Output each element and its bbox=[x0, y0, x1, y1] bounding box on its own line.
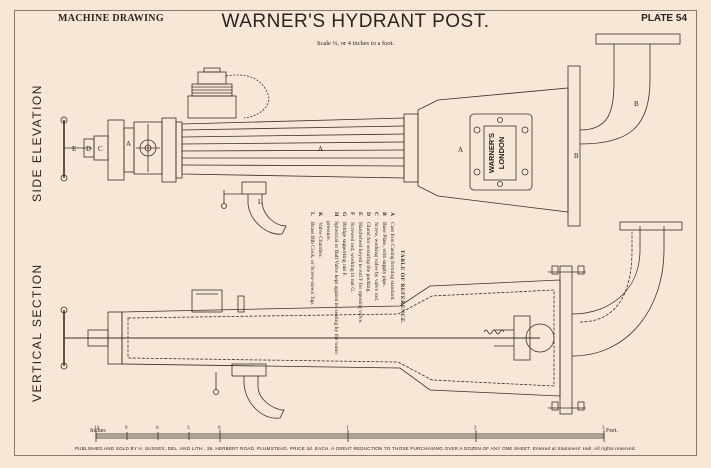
scale-tick-label: 6 bbox=[156, 426, 159, 431]
vertical-section-view bbox=[60, 221, 683, 419]
legend-key: L bbox=[309, 212, 315, 216]
legend-key: G bbox=[341, 212, 347, 217]
label-b-pipe: B bbox=[634, 100, 639, 108]
table-of-reference: TABLE OF REFERENCE. A Cast Iron Casing fo… bbox=[308, 212, 406, 362]
legend-item: E Handwheel keyed to rod F for opening va… bbox=[356, 212, 364, 362]
label-c: C bbox=[98, 145, 103, 153]
legend-text: Screwed rod, working in nut G. bbox=[349, 222, 355, 293]
legend-item: C Screw, working valve by valve rod. bbox=[372, 212, 380, 362]
legend-text: Cast Iron Casing forming standard. bbox=[389, 222, 395, 301]
legend-item: H Spherical or Ball Valve kept against it… bbox=[324, 212, 340, 362]
scale-tick-label: 12 bbox=[94, 426, 100, 431]
legend-text: Spherical or Ball Valve kept against its… bbox=[325, 221, 339, 355]
scale-tick-label: 0 bbox=[218, 426, 221, 431]
legend-key: D bbox=[365, 212, 371, 217]
legend-item: K Valve Chamber. bbox=[316, 212, 324, 362]
scale-note: Scale ⅓, or 4 inches to a foot. bbox=[316, 40, 395, 47]
series-title: MACHINE DRAWING bbox=[58, 13, 164, 24]
legend-rows: A Cast Iron Casing forming standard. B Base… bbox=[308, 212, 396, 362]
legend-item: G Bridge supporting nut F. bbox=[340, 212, 348, 362]
legend-item: B Base Plate, with supply pipe. bbox=[380, 212, 388, 362]
label-a-head: A bbox=[126, 140, 131, 148]
publisher-footer: PUBLISHED AND SOLD BY H. SUSSEX, DEL. AN… bbox=[74, 446, 637, 451]
legend-item: L Brass Bib Cock, or Screw-down Tap. bbox=[308, 212, 316, 362]
legend-item: D Gland for securing the packing. bbox=[364, 212, 372, 362]
side-elevation-view bbox=[60, 33, 681, 235]
plaque-line-2: LONDON bbox=[497, 136, 506, 170]
legend-text: Bridge supporting nut F. bbox=[341, 222, 347, 277]
label-a-base: A bbox=[458, 146, 463, 154]
label-e: E bbox=[72, 145, 76, 153]
label-l: L bbox=[258, 198, 262, 206]
legend-key: B bbox=[381, 212, 387, 216]
scale-tick-label: 2 bbox=[474, 426, 477, 431]
scale-left-label: Inches bbox=[90, 428, 106, 434]
legend-item: A Cast Iron Casing forming standard. bbox=[388, 212, 396, 362]
legend-title: TABLE OF REFERENCE. bbox=[399, 249, 405, 325]
legend-key: E bbox=[357, 212, 363, 216]
scale-tick-label: 3 bbox=[602, 426, 605, 431]
scale-tick-label: 1 bbox=[346, 426, 349, 431]
legend-text: Handwheel keyed to rod F for opening val… bbox=[357, 222, 363, 324]
legend-key: H bbox=[333, 212, 339, 217]
plate-title: WARNER'S HYDRANT POST. bbox=[221, 11, 490, 32]
label-b-plate: B bbox=[574, 152, 579, 160]
plate-number: PLATE 54 bbox=[641, 13, 687, 24]
legend-key: A bbox=[389, 212, 395, 217]
legend-text: Screw, working valve by valve rod. bbox=[373, 222, 379, 302]
plaque-line-1: WARNER'S bbox=[487, 132, 496, 174]
legend-text: Brass Bib Cock, or Screw-down Tap. bbox=[309, 222, 315, 306]
legend-text: Base Plate, with supply pipe. bbox=[381, 222, 387, 287]
scale-tick-label: 3 bbox=[187, 426, 190, 431]
plate-border bbox=[14, 10, 697, 456]
legend-text: Gland for securing the packing. bbox=[365, 222, 371, 293]
label-a-column: A bbox=[318, 145, 323, 153]
legend-item: F Screwed rod, working in nut G. bbox=[348, 212, 356, 362]
scale-tick-label: 9 bbox=[125, 426, 128, 431]
maker-plaque: WARNER'S LONDON bbox=[487, 126, 513, 180]
legend-key: K bbox=[317, 212, 323, 217]
legend-text: Valve Chamber. bbox=[317, 222, 323, 258]
legend-key: C bbox=[373, 212, 379, 217]
label-d: D bbox=[86, 145, 91, 153]
legend-key: F bbox=[349, 212, 355, 216]
scale-right-label: Feet. bbox=[606, 428, 618, 434]
scale-bar bbox=[95, 430, 605, 442]
